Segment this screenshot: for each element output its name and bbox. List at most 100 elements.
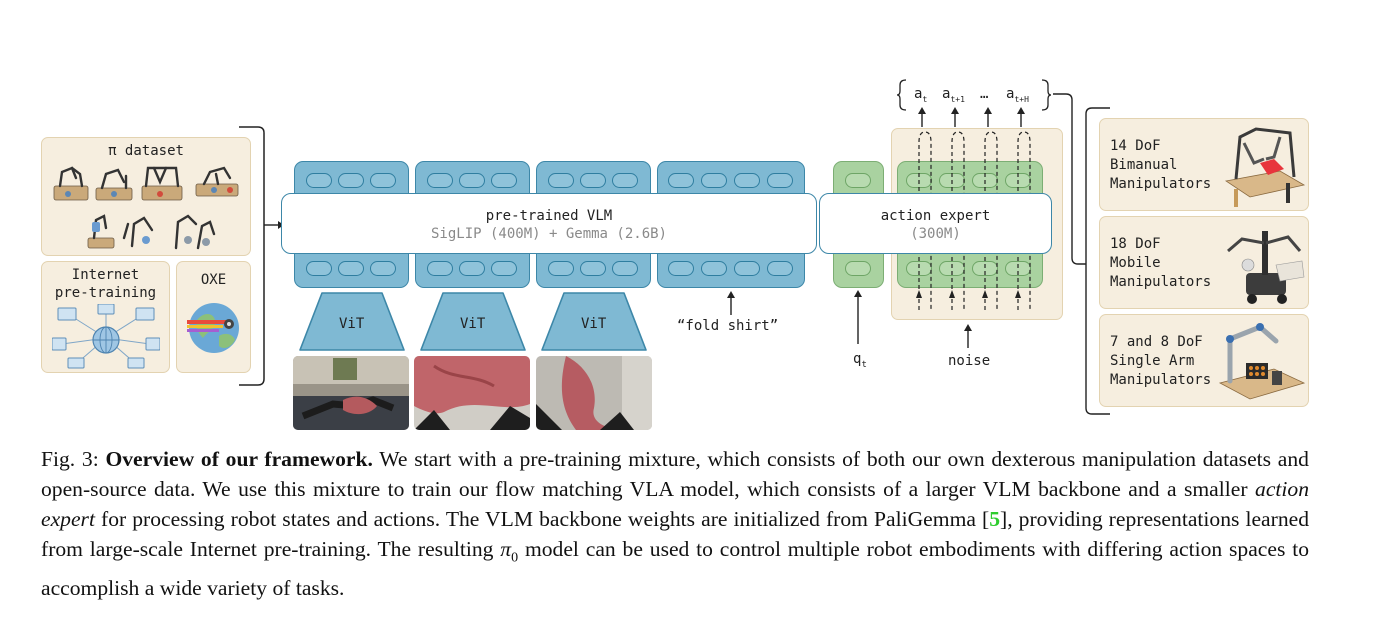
action-output-1: at <box>914 85 927 109</box>
text-token <box>767 261 793 276</box>
image-token <box>580 261 606 276</box>
text-token <box>734 261 760 276</box>
state-token <box>845 261 871 276</box>
action-output-2: at+1 <box>942 85 965 109</box>
action-output-4-sub: t+H <box>1014 94 1029 104</box>
state-token <box>845 173 871 188</box>
embodiment-mobile-line2: Mobile <box>1110 255 1161 271</box>
caption-action-expert: action expert <box>41 477 1309 531</box>
image-token <box>427 261 453 276</box>
action-token <box>1005 261 1031 276</box>
camera-image-2 <box>414 356 530 430</box>
image-token <box>338 261 364 276</box>
action-output-1-sub: t <box>922 94 928 104</box>
vit-encoder-2 <box>420 292 526 351</box>
action-output-arrows <box>918 107 1025 127</box>
embodiment-mobile-line1: 18 DoF <box>1110 236 1161 252</box>
internet-title-line2: pre-training <box>54 285 157 301</box>
text-token <box>668 173 694 188</box>
oxe-title: OXE <box>200 272 227 288</box>
image-token <box>491 173 517 188</box>
embodiment-single-arm-text: 7 and 8 DoF Single Arm Manipulators <box>1110 333 1211 390</box>
vlm-subtitle: SigLIP (400M) + Gemma (2.6B) <box>430 226 667 242</box>
vit-encoder-3 <box>541 292 647 351</box>
noise-label: noise <box>948 353 991 369</box>
vlm-backbone-bar: pre-trained VLM SigLIP (400M) + Gemma (2… <box>281 193 817 254</box>
image-token <box>427 173 453 188</box>
image-token <box>612 173 638 188</box>
image-token <box>459 261 485 276</box>
text-token <box>701 261 727 276</box>
embodiment-mobile-line3: Manipulators <box>1110 274 1212 290</box>
mobile-robot-illustration <box>1227 231 1305 304</box>
caption-part4: model can be used to control multiple ro… <box>41 537 1309 601</box>
text-token <box>734 173 760 188</box>
bimanual-robot-illustration <box>1224 127 1306 207</box>
action-brace-right <box>1041 79 1052 111</box>
text-token <box>767 173 793 188</box>
internet-title-line1: Internet <box>71 267 140 283</box>
embodiment-single-arm-line2: Single Arm <box>1110 353 1195 369</box>
figure-caption: Fig. 3: Overview of our framework. We st… <box>41 444 1309 603</box>
citation-link[interactable]: 5 <box>989 507 1000 531</box>
action-output-2-base: a <box>942 86 951 102</box>
image-token <box>306 261 332 276</box>
oxe-panel: OXE <box>176 261 251 373</box>
action-brace-left <box>896 79 907 111</box>
action-output-4-base: a <box>1006 86 1015 102</box>
state-label: qt <box>853 350 867 374</box>
internet-pretraining-panel: Internet pre-training <box>41 261 170 373</box>
camera-image-1 <box>293 356 409 430</box>
embodiment-bimanual-text: 14 DoF Bimanual Manipulators <box>1110 137 1211 194</box>
state-arrow-icon <box>854 290 862 344</box>
caption-pi-subscript: 0 <box>511 550 519 566</box>
embodiment-single-arm-line3: Manipulators <box>1110 372 1212 388</box>
embodiment-bimanual-line1: 14 DoF <box>1110 138 1161 154</box>
caption-part3: ], providing representations learned fro… <box>41 507 1309 561</box>
action-expert-title: action expert <box>880 208 991 224</box>
action-expert-subtitle: (300M) <box>910 226 961 242</box>
action-output-4: at+H <box>1006 85 1029 109</box>
vit-encoder-1 <box>299 292 405 351</box>
caption-part1: We start with a pre-training mixture, wh… <box>41 447 1309 501</box>
embodiment-bimanual: 14 DoF Bimanual Manipulators <box>1099 118 1309 211</box>
robot-collection-illustration <box>53 166 239 250</box>
image-token <box>370 173 396 188</box>
image-token <box>548 261 574 276</box>
noise-arrow-icon <box>964 324 972 348</box>
image-token <box>338 173 364 188</box>
text-token <box>701 173 727 188</box>
image-token <box>580 173 606 188</box>
vit-label-3: ViT <box>581 316 607 332</box>
action-expert-bar: action expert (300M) <box>819 193 1052 254</box>
caption-title: Overview of our framework. <box>105 447 373 471</box>
action-output-ellipsis: … <box>980 85 988 103</box>
action-output-2-sub: t+1 <box>950 94 965 104</box>
image-token <box>306 173 332 188</box>
caption-fig-label: Fig. 3: <box>41 447 106 471</box>
pi-dataset-panel: π dataset <box>41 137 251 256</box>
dataset-bracket <box>239 126 284 386</box>
text-token <box>668 261 694 276</box>
vit-label-2: ViT <box>460 316 486 332</box>
embodiment-mobile-text: 18 DoF Mobile Manipulators <box>1110 235 1211 292</box>
action-output-1-base: a <box>914 86 923 102</box>
single-arm-robot-illustration <box>1218 323 1306 400</box>
prompt-arrow-icon <box>727 291 735 315</box>
globe-network-icon <box>52 304 160 369</box>
embodiment-bimanual-line2: Bimanual <box>1110 157 1178 173</box>
embodiment-bimanual-line3: Manipulators <box>1110 176 1212 192</box>
image-token <box>491 261 517 276</box>
caption-pi-symbol: π <box>500 537 512 561</box>
action-token <box>906 261 932 276</box>
embodiment-mobile: 18 DoF Mobile Manipulators <box>1099 216 1309 309</box>
caption-part2: for processing robot states and actions.… <box>94 507 990 531</box>
flow-loops <box>916 131 1031 310</box>
language-prompt: “fold shirt” <box>677 318 779 334</box>
image-token <box>370 261 396 276</box>
camera-image-3 <box>536 356 652 430</box>
image-token <box>548 173 574 188</box>
vlm-title: pre-trained VLM <box>485 208 613 224</box>
image-token <box>459 173 485 188</box>
image-token <box>612 261 638 276</box>
